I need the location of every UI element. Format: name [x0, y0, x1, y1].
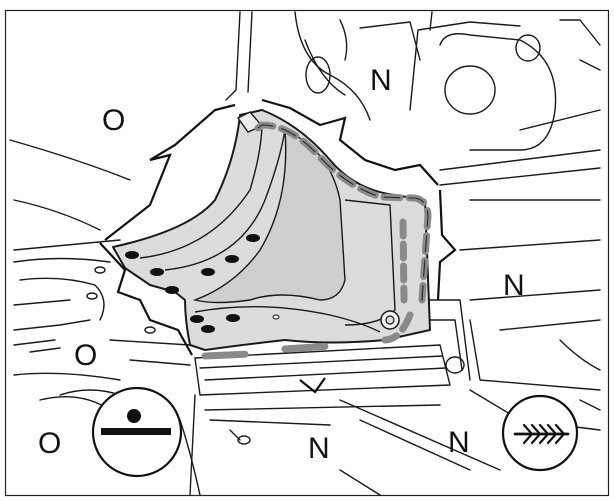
panel-bolt-hole-inner	[385, 315, 395, 325]
panel-inner-contour-3	[192, 128, 346, 304]
spot-weld	[190, 315, 204, 323]
spot-weld	[125, 251, 139, 259]
spot-weld	[246, 234, 260, 242]
spot-weld	[226, 314, 240, 322]
label-o-mid-left: O	[74, 339, 97, 372]
spot-weld-symbol-icon	[91, 386, 183, 478]
label-n-top: N	[370, 64, 392, 97]
spot-welds	[125, 234, 260, 333]
panel-inner-contour-1	[139, 121, 263, 259]
cut-lines	[99, 98, 457, 394]
panel-inner-contour-5	[194, 305, 381, 333]
spot-weld	[201, 268, 215, 276]
seam-weld-outlines	[257, 124, 429, 301]
label-o-bottom-left: O	[38, 427, 61, 460]
spot-weld	[225, 255, 239, 263]
spot-weld	[165, 286, 179, 294]
label-n-bottom-right: N	[448, 426, 470, 459]
panel-small-hole	[272, 314, 280, 320]
label-n-right: N	[503, 269, 525, 302]
spot-weld	[150, 268, 164, 276]
spot-weld	[201, 325, 215, 333]
label-n-bottom-center: N	[308, 432, 330, 465]
label-o-top-left: O	[102, 104, 125, 137]
seam-weld-symbol-icon	[501, 394, 579, 472]
panel-inner-contour-2	[164, 129, 286, 271]
